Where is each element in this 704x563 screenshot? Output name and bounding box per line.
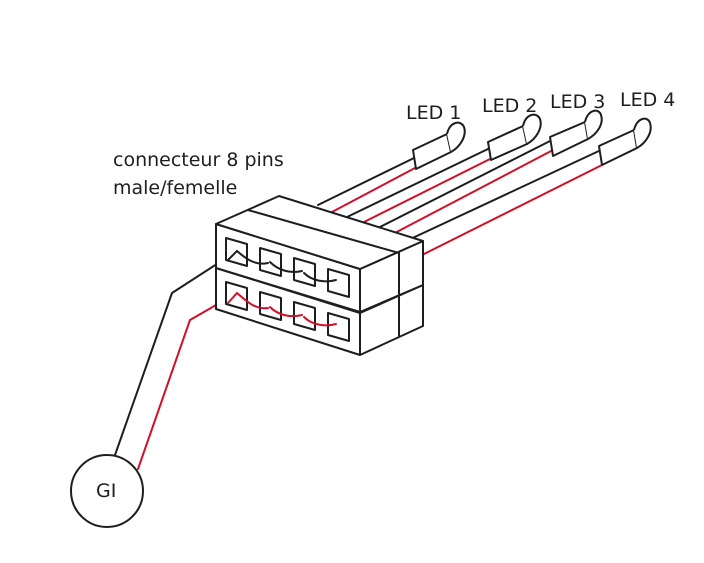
led-2 [487,113,542,161]
lower-pin-row [225,281,350,342]
led-4 [598,117,652,166]
lower-jumpers [227,292,337,327]
connector-8-pins [215,195,424,356]
connector-label-line2: male/femelle [113,177,238,199]
gi-label: GI [96,480,117,502]
led-wires [317,139,605,255]
led-1 [412,121,466,170]
connector-label-line1: connecteur 8 pins [113,149,284,171]
led-2-label: LED 2 [482,95,538,117]
led-4-label: LED 4 [620,89,676,111]
gi-circle [70,454,144,528]
led-3-label: LED 3 [550,91,606,113]
led-3 [549,109,603,157]
upper-jumpers [227,250,337,283]
led-1-label: LED 1 [406,102,462,124]
